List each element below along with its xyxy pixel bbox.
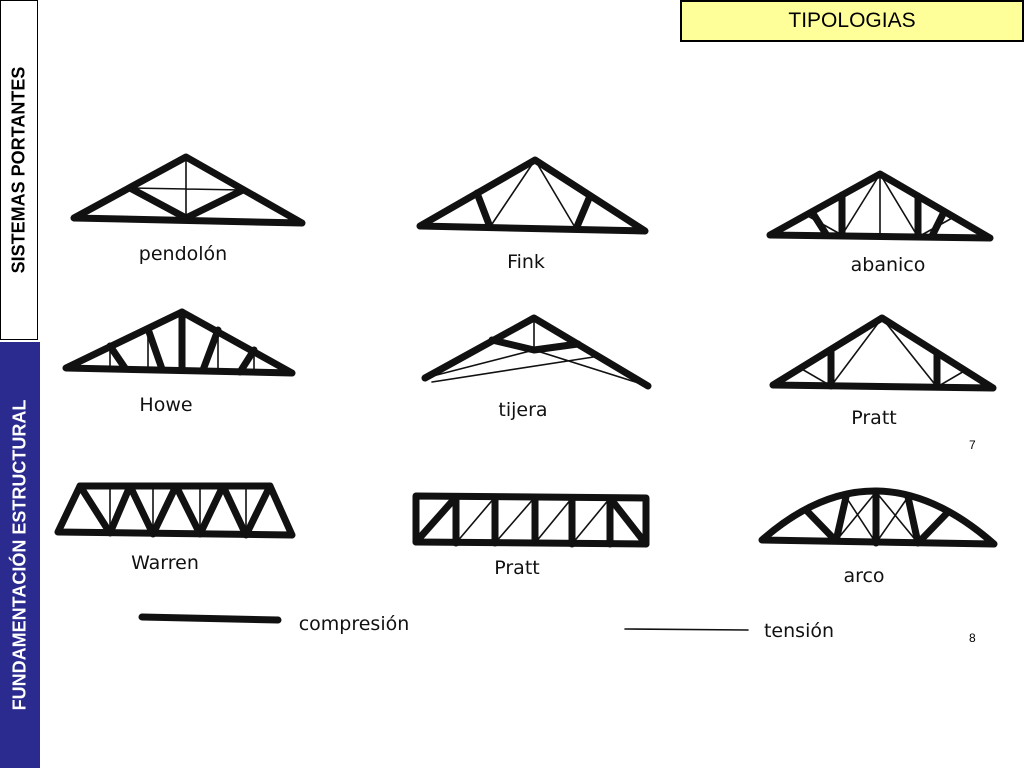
sidebar-top-panel: SISTEMAS PORTANTES: [0, 0, 38, 340]
legend-tension-label: tensión: [764, 620, 834, 642]
truss-label-pendolon: pendolón: [139, 243, 227, 265]
truss-label-tijera: tijera: [498, 399, 547, 421]
legend: [138, 613, 749, 631]
page-number-1: 7: [969, 438, 976, 452]
legend-compression-line: [138, 613, 282, 624]
page-number-2: 8: [969, 631, 976, 645]
truss-arco: [758, 487, 998, 548]
truss-label-howe: Howe: [139, 394, 192, 416]
truss-fink: [416, 156, 649, 235]
sidebar-bottom-panel: FUNDAMENTACIÓN ESTRUCTURAL: [0, 342, 40, 768]
truss-label-arco: arco: [843, 565, 884, 587]
truss-tijera: [421, 314, 652, 390]
truss-label-fink: Fink: [507, 251, 545, 273]
truss-warren: [54, 482, 296, 539]
legend-compression-label: compresión: [299, 613, 410, 635]
truss-label-pratt-roof: Pratt: [851, 407, 896, 429]
truss-pratt-roof: [769, 314, 997, 392]
truss-abanico: [766, 170, 994, 242]
truss-pendolon: [70, 153, 306, 227]
page-title: TIPOLOGIAS: [680, 0, 1024, 42]
truss-howe: [62, 308, 296, 377]
truss-pratt-flat: [412, 492, 650, 548]
truss-label-pratt-flat: Pratt: [494, 557, 539, 579]
truss-label-warren: Warren: [131, 552, 199, 574]
legend-tension-line: [624, 628, 749, 631]
truss-label-abanico: abanico: [851, 254, 926, 276]
